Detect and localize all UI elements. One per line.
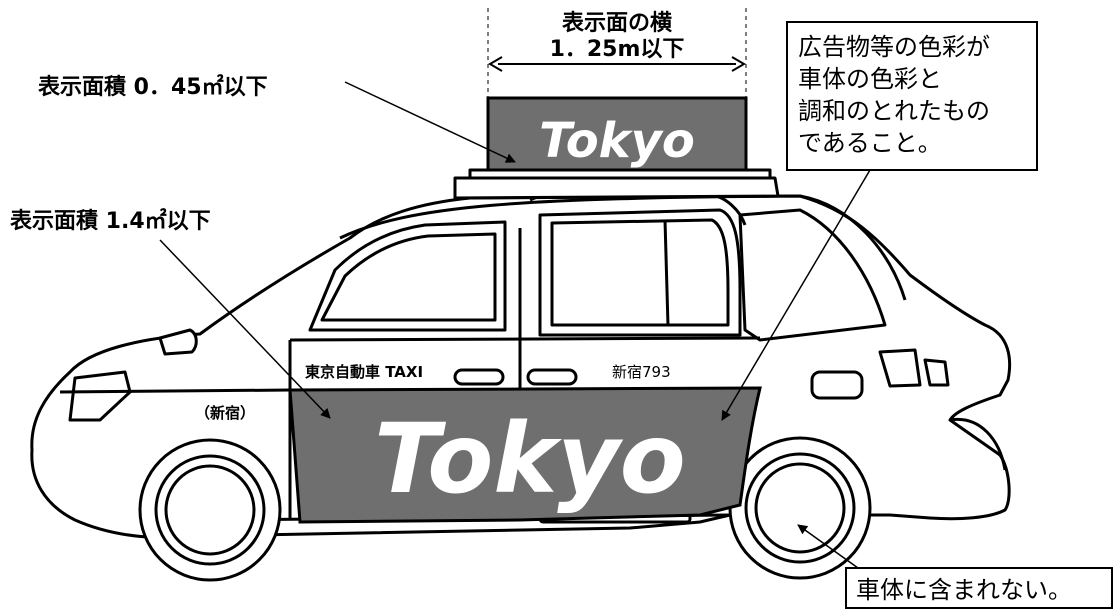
rear-door-handle: [453, 368, 505, 386]
color-note-line-4: であること。: [798, 129, 942, 157]
car-number: 新宿793: [612, 363, 671, 381]
roof-area-leader: [344, 81, 516, 163]
rear-wheel: [138, 438, 282, 582]
door-ad-panel: [288, 386, 762, 524]
rear-light-cluster: [68, 370, 132, 422]
rear-lamp: [158, 328, 198, 356]
roof-sign-text: Tokyo: [539, 113, 695, 169]
door-ad-text: Tokyo: [374, 403, 685, 515]
mirror: [878, 348, 922, 388]
front-door-handle: [526, 368, 578, 386]
color-note-line-3: 調和のとれたもの: [798, 97, 990, 125]
dim-arrow-right-head: [731, 56, 746, 72]
width-dimension: [487, 8, 747, 98]
front-wheel: [728, 436, 872, 580]
belt-line: [59, 388, 291, 394]
rear-door-top: [289, 336, 761, 342]
width-value: 1．25m以下: [550, 37, 685, 62]
headlight: [923, 358, 950, 387]
roof-rack: [453, 176, 780, 200]
door-handles: [453, 368, 578, 386]
rear-window-inner: [320, 232, 497, 322]
front-door-window-frame: [538, 208, 742, 337]
front-door-window-inner: [550, 218, 730, 327]
excluded-note-box: [845, 567, 1113, 609]
color-note-line-2: 車体の色彩と: [798, 65, 942, 93]
excluded-note-leader: [797, 524, 859, 569]
color-note-leader: [721, 169, 871, 421]
door-area-leader: [159, 239, 331, 419]
front-bumper-right: [949, 417, 1007, 471]
door-area-label: 表示面積 1.4㎡以下: [10, 208, 211, 234]
width-title: 表示面の横: [562, 11, 672, 36]
fuel-lid: [810, 370, 864, 400]
color-note-line-1: 広告物等の色彩が: [798, 33, 990, 61]
roof-area-label: 表示面積 0．45㎡以下: [38, 74, 268, 100]
dim-arrow-left-head: [488, 56, 503, 72]
front-windshield: [738, 208, 887, 342]
company-name: 東京自動車 TAXI: [305, 363, 423, 381]
window-divider: [663, 219, 670, 327]
rear-window-frame: [308, 220, 507, 332]
color-note-box: [786, 21, 1038, 171]
roof-sign-panel: [486, 96, 748, 172]
area-tag: （新宿）: [195, 404, 255, 422]
excluded-note-text: 車体に含まれない。: [856, 576, 1072, 604]
